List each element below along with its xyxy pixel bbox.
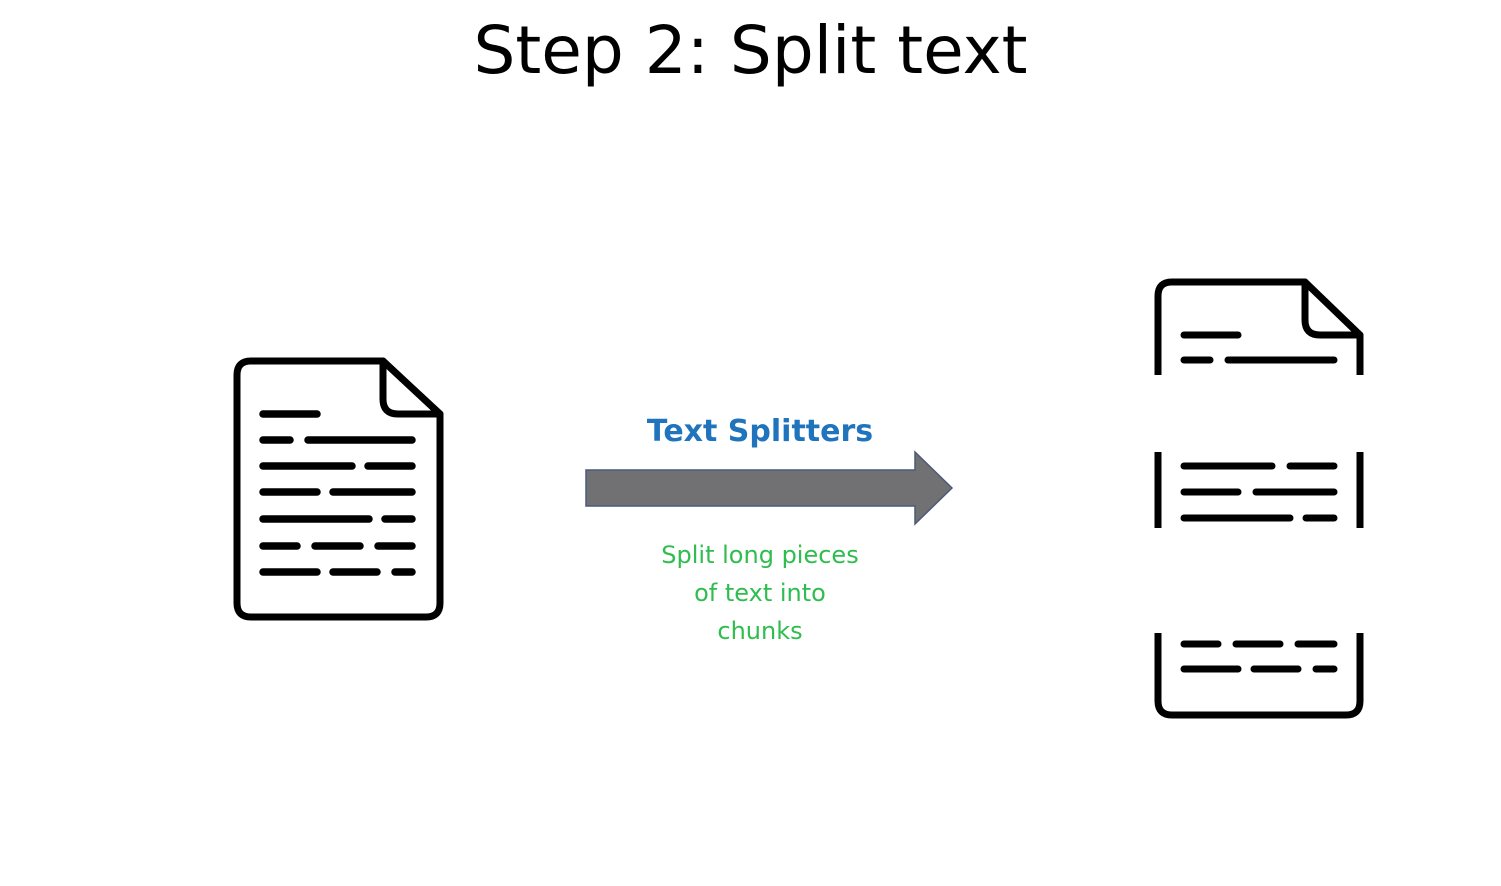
- process-arrow: [585, 450, 954, 526]
- chunk-middle: [1154, 452, 1364, 528]
- document-icon: [233, 357, 444, 621]
- split-document-chunks-icon: [1154, 278, 1364, 719]
- chunk-bottom: [1154, 633, 1364, 719]
- caption-line: Split long pieces: [661, 541, 859, 569]
- caption-line: chunks: [717, 617, 803, 645]
- text-splitters-label: Text Splitters: [646, 414, 874, 449]
- caption-line: of text into: [694, 579, 826, 607]
- page-title: Step 2: Split text: [473, 12, 1028, 89]
- chunk-top: [1154, 278, 1364, 375]
- arrow-caption: Split long pieces of text into chunks: [600, 536, 920, 650]
